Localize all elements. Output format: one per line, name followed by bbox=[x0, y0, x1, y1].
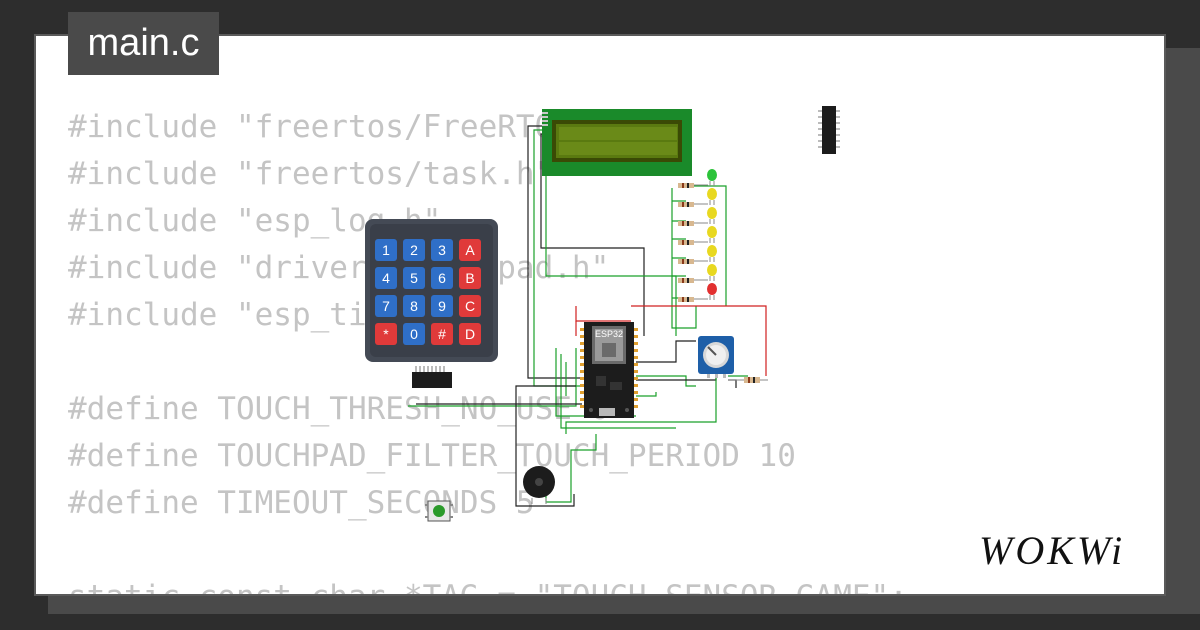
keypad[interactable]: 1 2 3 A 4 5 6 B 7 8 9 C * 0 # D bbox=[365, 219, 498, 388]
keypad-key-label: C bbox=[465, 298, 475, 314]
keypad-key-face bbox=[375, 239, 397, 261]
push-button[interactable] bbox=[425, 500, 453, 522]
resistor bbox=[678, 202, 694, 207]
keypad-key-face bbox=[403, 267, 425, 289]
keypad-key[interactable]: 2 bbox=[403, 239, 425, 261]
keypad-key[interactable]: A bbox=[459, 239, 481, 261]
keypad-key[interactable]: * bbox=[375, 323, 397, 345]
led-red[interactable] bbox=[707, 283, 717, 300]
led-yellow[interactable] bbox=[707, 188, 717, 205]
keypad-key-label: A bbox=[465, 242, 475, 258]
keypad-key-label: 7 bbox=[382, 298, 390, 314]
keypad-key[interactable]: 6 bbox=[431, 267, 453, 289]
keypad-key-label: 3 bbox=[438, 242, 446, 258]
file-tab[interactable]: main.c bbox=[68, 12, 219, 75]
lcd-display[interactable] bbox=[542, 109, 692, 176]
keypad-key[interactable]: D bbox=[459, 323, 481, 345]
shift-register-chip[interactable] bbox=[818, 106, 840, 154]
resistor bbox=[678, 221, 694, 226]
code-line: static const char *TAG = "TOUCH_SENSOR_G… bbox=[68, 574, 908, 594]
led-yellow[interactable] bbox=[707, 264, 717, 281]
code-line: #define TIMEOUT_SECONDS 5 bbox=[68, 485, 535, 521]
keypad-key[interactable]: 4 bbox=[375, 267, 397, 289]
keypad-key-label: * bbox=[383, 326, 389, 342]
buzzer[interactable] bbox=[523, 466, 555, 504]
resistor bbox=[678, 297, 694, 302]
code-line: #define TOUCHPAD_FILTER_TOUCH_PERIOD 10 bbox=[68, 438, 796, 474]
circuit-diagram: 1 2 3 A 4 5 6 B 7 8 9 C * 0 # D ESP32 bbox=[365, 106, 840, 522]
keypad-key[interactable]: 1 bbox=[375, 239, 397, 261]
led-bank bbox=[678, 169, 717, 302]
keypad-key[interactable]: C bbox=[459, 295, 481, 317]
keypad-key-label: 8 bbox=[410, 298, 418, 314]
keypad-key-face bbox=[431, 323, 453, 345]
keypad-key-face bbox=[459, 239, 481, 261]
keypad-key-label: 5 bbox=[410, 270, 418, 286]
keypad-key-label: 0 bbox=[410, 326, 418, 342]
keypad-key-label: 9 bbox=[438, 298, 446, 314]
keypad-key-face bbox=[375, 323, 397, 345]
keypad-key-face bbox=[431, 267, 453, 289]
logo-text: WOKWi bbox=[979, 528, 1125, 573]
keypad-key[interactable]: 3 bbox=[431, 239, 453, 261]
wokwi-logo: WOKWi bbox=[979, 528, 1125, 573]
keypad-key[interactable]: 5 bbox=[403, 267, 425, 289]
resistor bbox=[678, 259, 694, 264]
resistor bbox=[678, 240, 694, 245]
preview-card: #include "freertos/FreeRTOS.h"#include "… bbox=[34, 34, 1166, 596]
keypad-key-face bbox=[431, 239, 453, 261]
resistor bbox=[678, 183, 694, 188]
potentiometer[interactable] bbox=[698, 336, 734, 378]
keypad-key-face bbox=[375, 267, 397, 289]
keypad-key[interactable]: B bbox=[459, 267, 481, 289]
led-yellow[interactable] bbox=[707, 245, 717, 262]
keypad-key-label: B bbox=[465, 270, 474, 286]
keypad-keys: 1 2 3 A 4 5 6 B 7 8 9 C * 0 # D bbox=[375, 239, 481, 345]
keypad-key-label: # bbox=[438, 326, 446, 342]
keypad-key-face bbox=[403, 323, 425, 345]
keypad-key-face bbox=[431, 295, 453, 317]
keypad-key-label: 1 bbox=[382, 242, 390, 258]
keypad-key-face bbox=[459, 267, 481, 289]
esp32-label: ESP32 bbox=[595, 329, 623, 339]
code-line: #include "driver/touch_pad.h" bbox=[68, 250, 610, 286]
esp32-board[interactable]: ESP32 bbox=[580, 322, 638, 418]
keypad-key[interactable]: # bbox=[431, 323, 453, 345]
code-line: #include "freertos/task.h" bbox=[68, 156, 554, 192]
keypad-key-label: 6 bbox=[438, 270, 446, 286]
keypad-key-face bbox=[459, 323, 481, 345]
keypad-key-label: D bbox=[465, 326, 475, 342]
resistor bbox=[728, 377, 768, 383]
led-yellow[interactable] bbox=[707, 226, 717, 243]
keypad-key[interactable]: 9 bbox=[431, 295, 453, 317]
keypad-key[interactable]: 8 bbox=[403, 295, 425, 317]
code-background: #include "freertos/FreeRTOS.h"#include "… bbox=[68, 104, 908, 594]
led-yellow[interactable] bbox=[707, 207, 717, 224]
keypad-key-face bbox=[375, 295, 397, 317]
keypad-key-face bbox=[403, 295, 425, 317]
keypad-key[interactable]: 0 bbox=[403, 323, 425, 345]
keypad-key[interactable]: 7 bbox=[375, 295, 397, 317]
resistor bbox=[678, 278, 694, 283]
keypad-key-face bbox=[403, 239, 425, 261]
keypad-key-face bbox=[459, 295, 481, 317]
code-line: #define TOUCH_THRESH_NO_USE 0 bbox=[68, 391, 610, 427]
keypad-key-label: 2 bbox=[410, 242, 418, 258]
led-green[interactable] bbox=[707, 169, 717, 186]
keypad-key-label: 4 bbox=[382, 270, 390, 286]
